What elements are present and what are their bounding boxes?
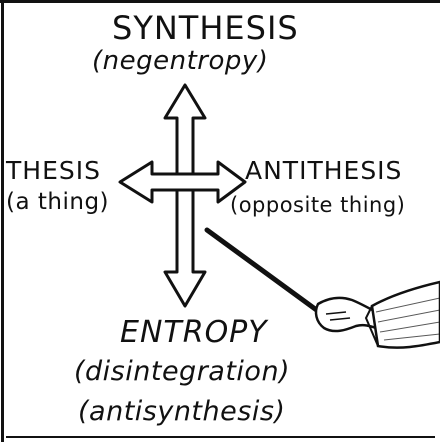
- entropy-title: ENTROPY: [120, 315, 268, 350]
- panel-border-top: [0, 0, 440, 3]
- synthesis-title: SYNTHESIS: [112, 9, 299, 47]
- vertical-double-arrow: [163, 83, 207, 308]
- pointing-hand-icon: [314, 280, 440, 349]
- entropy-subtitle-disintegration: (disintegration): [74, 356, 291, 387]
- entropy-subtitle-antisynthesis: (antisynthesis): [78, 396, 286, 427]
- thesis-title: THESIS: [6, 156, 101, 185]
- thesis-subtitle: (a thing): [6, 189, 110, 215]
- pointer-stick: [204, 227, 325, 317]
- panel-border-left: [1, 0, 4, 442]
- synthesis-subtitle: (negentropy): [92, 46, 269, 76]
- antithesis-title: ANTITHESIS: [245, 156, 403, 185]
- horizontal-double-arrow: [118, 160, 247, 204]
- antithesis-subtitle: (opposite thing): [230, 193, 406, 217]
